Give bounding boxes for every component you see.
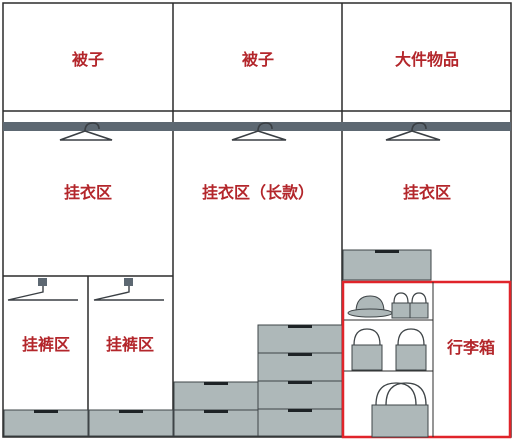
label-top-middle: 被子	[242, 50, 274, 69]
drawer-handle	[288, 381, 312, 384]
bag-icon	[409, 292, 429, 319]
drawer-handle	[288, 325, 312, 328]
drawer-handle	[288, 409, 312, 412]
hanger-icon	[59, 122, 113, 141]
drawer	[257, 324, 343, 354]
drawer	[257, 352, 343, 382]
hanger-icon	[93, 278, 164, 301]
drawer-handle	[375, 250, 399, 253]
label-pants-2: 挂裤区	[106, 335, 154, 354]
label-hang-left: 挂衣区	[64, 183, 112, 202]
drawer	[88, 409, 174, 437]
hat-icon	[347, 295, 393, 318]
drawer-handle	[119, 410, 143, 413]
label-pants-1: 挂裤区	[22, 335, 70, 354]
bag-icon	[371, 382, 429, 438]
drawer	[257, 380, 343, 410]
drawer-handle	[34, 410, 58, 413]
drawer-handle	[204, 382, 228, 385]
label-hang-middle: 挂衣区（长款）	[202, 183, 314, 202]
label-top-right: 大件物品	[395, 50, 459, 69]
label-hang-right: 挂衣区	[403, 183, 451, 202]
drawer	[257, 408, 343, 437]
hanger-icon	[231, 122, 287, 141]
hanger-icon	[7, 278, 78, 301]
bag-icon	[395, 328, 427, 371]
clothes-rod	[3, 122, 511, 131]
label-luggage: 行李箱	[446, 338, 495, 357]
drawer	[3, 409, 89, 437]
drawer	[342, 249, 432, 281]
drawer-handle	[288, 353, 312, 356]
drawer	[173, 381, 259, 411]
bag-icon	[351, 328, 383, 371]
drawer-handle	[204, 410, 228, 413]
hanger-icon	[385, 122, 441, 141]
label-top-left: 被子	[72, 50, 104, 69]
drawer	[173, 409, 259, 437]
